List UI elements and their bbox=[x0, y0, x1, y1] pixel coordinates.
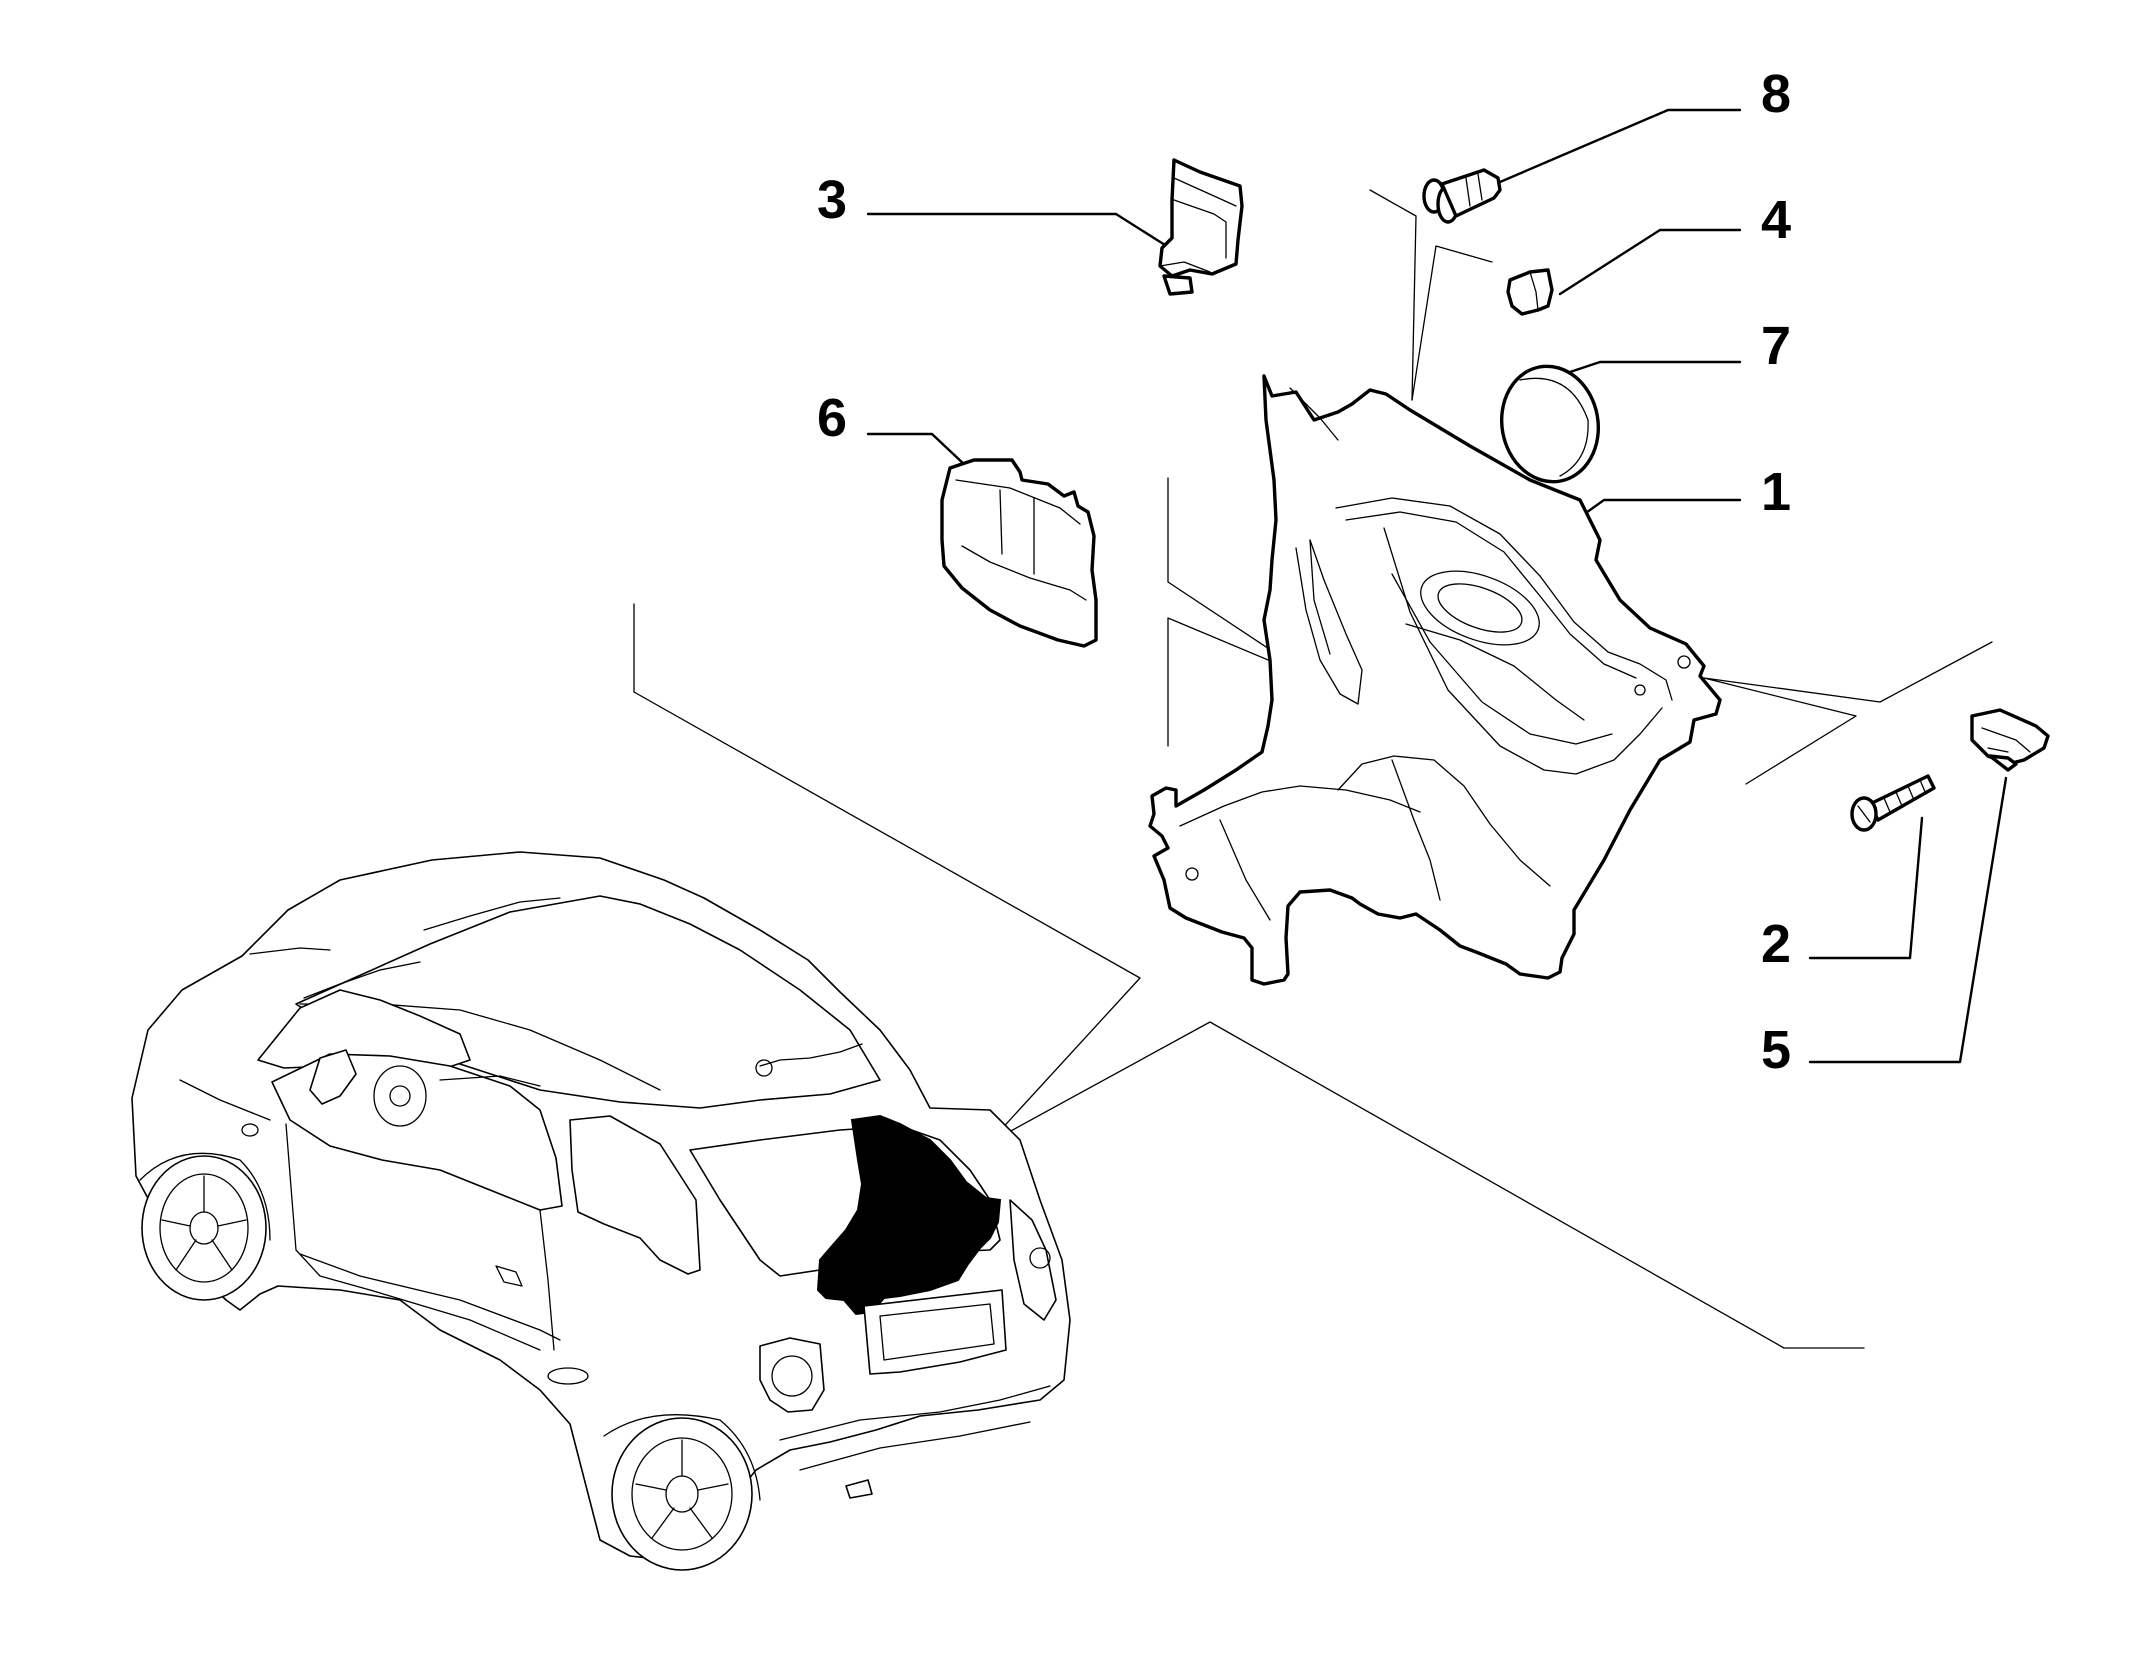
leader-line-2 bbox=[1808, 816, 1924, 960]
leader-line-1 bbox=[1574, 498, 1742, 522]
retainer-clip-part-5 bbox=[1970, 708, 2050, 772]
plug-part-4 bbox=[1506, 268, 1554, 316]
storage-tray-part-6 bbox=[940, 458, 1098, 648]
screw-part-2 bbox=[1850, 774, 1936, 832]
callout-label-2: 2 bbox=[1761, 914, 1791, 974]
assembly-line-fasteners-mid bbox=[1411, 245, 1493, 401]
trim-panel-part-1 bbox=[1148, 374, 1722, 986]
leader-line-6 bbox=[866, 432, 968, 468]
callout-label-3: 3 bbox=[817, 170, 847, 230]
assembly-line-left-b bbox=[1167, 617, 1317, 747]
callout-label-5: 5 bbox=[1761, 1020, 1791, 1080]
callout-label-7: 7 bbox=[1761, 316, 1791, 376]
leader-line-3 bbox=[866, 212, 1178, 254]
assembly-line-car-1 bbox=[633, 603, 1141, 1171]
vehicle-reference-illustration bbox=[131, 851, 1071, 1571]
leader-line-8 bbox=[1456, 108, 1742, 202]
push-rivet-part-8 bbox=[1422, 168, 1502, 224]
bracket-clip-part-3 bbox=[1158, 158, 1244, 296]
assembly-line-right bbox=[1703, 641, 1993, 785]
leader-line-4 bbox=[1558, 228, 1742, 296]
highlighted-trim-panel-location bbox=[816, 1114, 1002, 1316]
callout-label-1: 1 bbox=[1761, 462, 1791, 522]
leader-line-5 bbox=[1808, 776, 2008, 1064]
assembly-line-fasteners-top bbox=[1369, 189, 1417, 401]
assembly-line-car-2 bbox=[975, 1021, 1865, 1349]
round-cap-part-7 bbox=[1499, 364, 1601, 484]
callout-label-6: 6 bbox=[817, 388, 847, 448]
callout-label-8: 8 bbox=[1761, 64, 1791, 124]
leader-line-7 bbox=[1550, 360, 1742, 380]
callout-label-4: 4 bbox=[1761, 190, 1791, 250]
